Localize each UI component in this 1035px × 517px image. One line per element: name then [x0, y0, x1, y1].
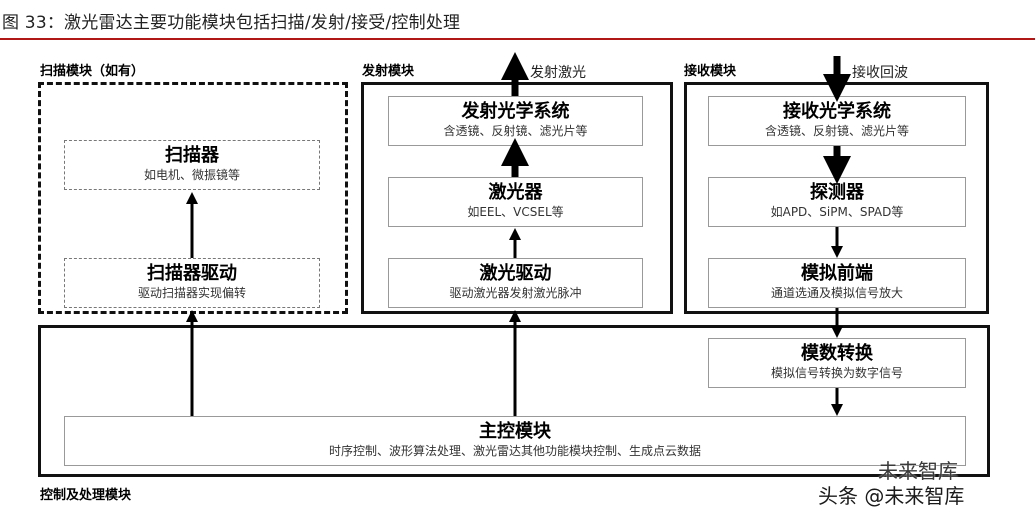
scanner-desc: 如电机、微振镜等 [143, 168, 240, 182]
title-divider [0, 38, 1035, 40]
emit-laser-label: 发射激光 [530, 65, 586, 81]
figure-title: 图 33：激光雷达主要功能模块包括扫描/发射/接受/控制处理 [2, 13, 461, 33]
laser-desc: 如EEL、VCSEL等 [467, 205, 564, 219]
main-control-desc: 时序控制、波形算法处理、激光雷达其他功能模块控制、生成点云数据 [328, 444, 701, 458]
control-module-label: 控制及处理模块 [40, 488, 132, 503]
scanner-title: 扫描器 [165, 145, 219, 166]
main-control-box: 主控模块 时序控制、波形算法处理、激光雷达其他功能模块控制、生成点云数据 [64, 416, 966, 466]
scanner-driver-desc: 驱动扫描器实现偏转 [137, 286, 246, 300]
adc-title: 模数转换 [801, 343, 873, 364]
laser-box: 激光器 如EEL、VCSEL等 [388, 177, 643, 227]
scanner-driver-box: 扫描器驱动 驱动扫描器实现偏转 [64, 258, 320, 308]
watermark-source: 头条 @未来智库 [818, 484, 965, 508]
adc-desc: 模拟信号转换为数字信号 [770, 366, 903, 380]
receive-optics-title: 接收光学系统 [783, 101, 891, 122]
laser-driver-title: 激光驱动 [479, 263, 552, 284]
analog-frontend-box: 模拟前端 通道选通及模拟信号放大 [708, 258, 966, 308]
transmit-optics-box: 发射光学系统 含透镜、反射镜、滤光片等 [388, 96, 643, 146]
receive-module-label: 接收模块 [684, 64, 737, 79]
analog-frontend-desc: 通道选通及模拟信号放大 [770, 286, 903, 300]
laser-driver-box: 激光驱动 驱动激光器发射激光脉冲 [388, 258, 643, 308]
detector-desc: 如APD、SiPM、SPAD等 [770, 205, 904, 219]
main-control-title: 主控模块 [479, 421, 551, 442]
scanner-box: 扫描器 如电机、微振镜等 [64, 140, 320, 190]
scanner-driver-title: 扫描器驱动 [147, 263, 237, 284]
laser-driver-desc: 驱动激光器发射激光脉冲 [449, 286, 582, 300]
receive-echo-label: 接收回波 [852, 65, 908, 81]
analog-frontend-title: 模拟前端 [801, 263, 873, 284]
scan-module-label: 扫描模块（如有） [40, 64, 145, 79]
laser-title: 激光器 [488, 182, 543, 203]
watermark-brand: 未来智库 [878, 459, 958, 483]
transmit-optics-title: 发射光学系统 [461, 101, 570, 122]
detector-title: 探测器 [810, 182, 864, 203]
transmit-optics-desc: 含透镜、反射镜、滤光片等 [443, 124, 588, 138]
receive-optics-box: 接收光学系统 含透镜、反射镜、滤光片等 [708, 96, 966, 146]
adc-box: 模数转换 模拟信号转换为数字信号 [708, 338, 966, 388]
receive-optics-desc: 含透镜、反射镜、滤光片等 [764, 124, 909, 138]
transmit-module-label: 发射模块 [362, 64, 415, 79]
